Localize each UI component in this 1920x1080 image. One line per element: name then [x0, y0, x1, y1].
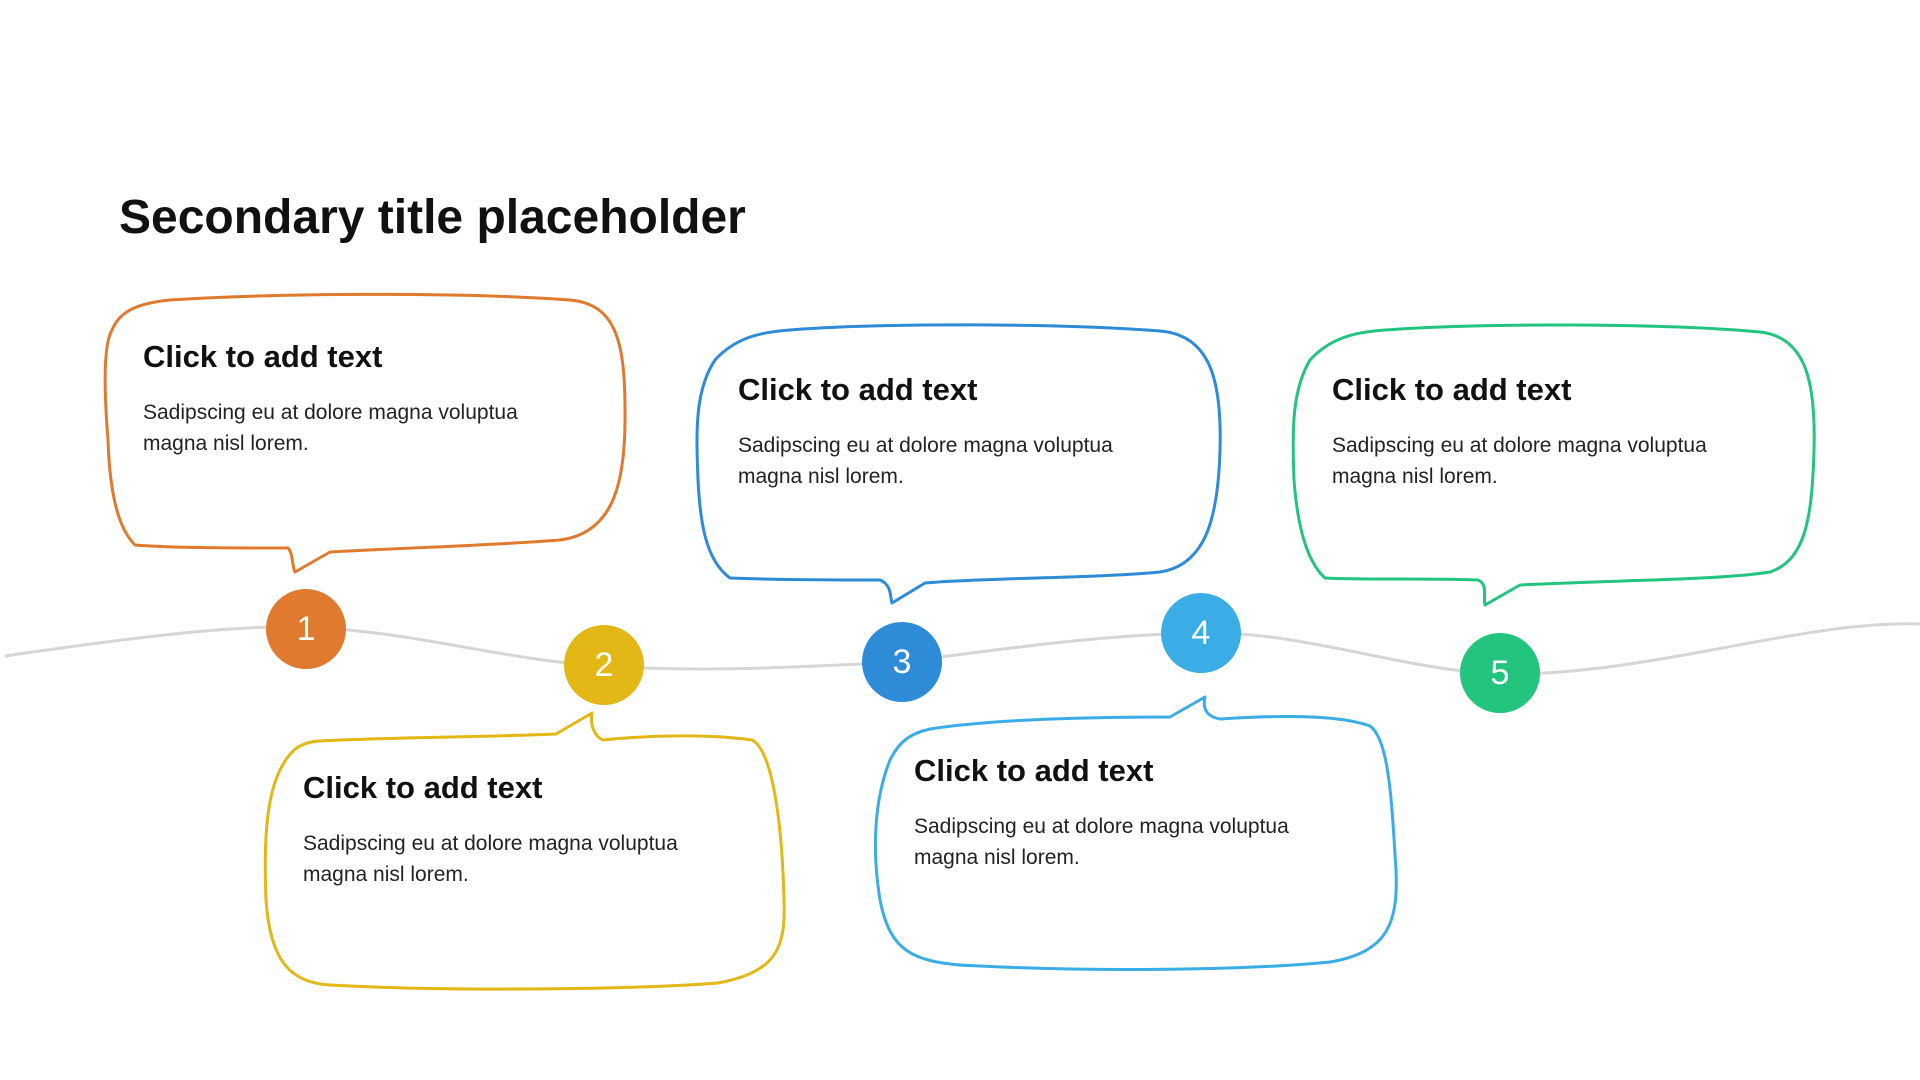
step-node-4-circle: [1161, 593, 1241, 673]
step-node-3-circle: [862, 622, 942, 702]
step-node-4-label: 4: [1192, 614, 1211, 652]
card-body[interactable]: Sadipscing eu at dolore magna voluptua m…: [143, 401, 518, 455]
step-node-2-label: 2: [595, 646, 614, 684]
step-node-3-label: 3: [893, 643, 912, 681]
speech-bubble-4[interactable]: [873, 695, 1398, 971]
step-node-1-label: 1: [297, 610, 316, 648]
card-body[interactable]: Sadipscing eu at dolore magna voluptua m…: [303, 832, 678, 886]
card-body[interactable]: Sadipscing eu at dolore magna voluptua m…: [738, 434, 1113, 488]
speech-bubble-1[interactable]: [103, 292, 627, 574]
card-heading[interactable]: Click to add text: [303, 770, 543, 805]
page-title[interactable]: Secondary title placeholder: [119, 191, 746, 244]
speech-bubble-2[interactable]: [263, 711, 786, 991]
card-body[interactable]: Sadipscing eu at dolore magna voluptua m…: [914, 815, 1289, 869]
speech-bubble-3[interactable]: [695, 323, 1222, 605]
text-card-4: Click to add text Sadipscing eu at dolor…: [914, 753, 1344, 873]
card-heading[interactable]: Click to add text: [143, 339, 383, 374]
step-node-5[interactable]: 5: [1460, 633, 1540, 713]
text-card-5: Click to add text Sadipscing eu at dolor…: [1332, 372, 1762, 492]
card-heading[interactable]: Click to add text: [914, 753, 1154, 788]
step-node-5-label: 5: [1491, 654, 1510, 692]
step-node-2[interactable]: 2: [564, 625, 644, 705]
step-node-1[interactable]: 1: [266, 589, 346, 669]
card-heading[interactable]: Click to add text: [1332, 372, 1572, 407]
card-heading[interactable]: Click to add text: [738, 372, 978, 407]
step-node-2-circle: [564, 625, 644, 705]
card-body[interactable]: Sadipscing eu at dolore magna voluptua m…: [1332, 434, 1707, 488]
step-node-1-circle: [266, 589, 346, 669]
step-node-4[interactable]: 4: [1161, 593, 1241, 673]
text-card-2: Click to add text Sadipscing eu at dolor…: [303, 770, 733, 890]
text-card-1: Click to add text Sadipscing eu at dolor…: [143, 339, 573, 459]
step-node-5-circle: [1460, 633, 1540, 713]
text-card-3: Click to add text Sadipscing eu at dolor…: [738, 372, 1168, 492]
speech-bubble-5[interactable]: [1291, 323, 1816, 607]
step-node-3[interactable]: 3: [862, 622, 942, 702]
